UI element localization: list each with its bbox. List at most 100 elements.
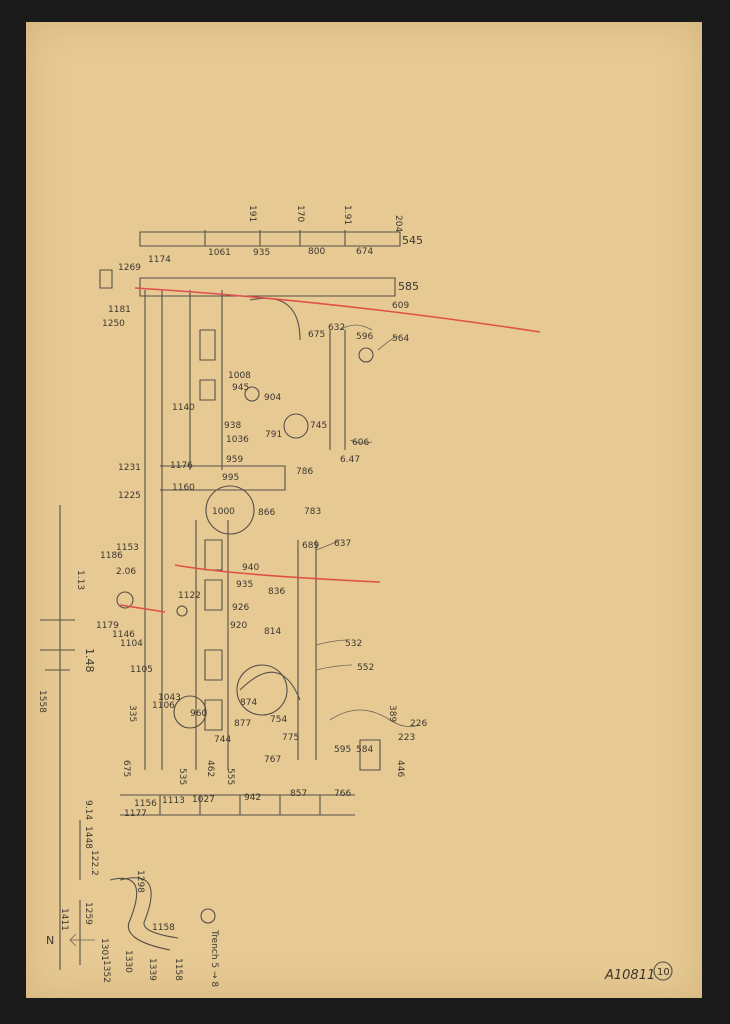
label: 223 (398, 733, 415, 743)
label: 675 (121, 760, 131, 777)
label: 1061 (208, 248, 231, 258)
label: 904 (264, 393, 281, 403)
label: 584 (356, 745, 373, 755)
label: 938 (224, 421, 241, 431)
label: 995 (222, 473, 239, 483)
label: 1104 (120, 639, 143, 649)
label: 786 (296, 467, 313, 477)
label: 1177 (124, 809, 147, 819)
label: 940 (242, 563, 259, 573)
label: 689 (302, 541, 319, 551)
label: 942 (244, 793, 261, 803)
label: 1158 (152, 923, 175, 933)
label: 204 (393, 215, 403, 232)
label: 926 (232, 603, 249, 613)
label: 2.06 (116, 567, 136, 577)
label: 744 (214, 735, 231, 745)
label: 1231 (118, 463, 141, 473)
trench-note: Trench 5 → 8 (209, 929, 219, 987)
catalog-id: A10811 (604, 968, 655, 983)
label: 800 (308, 247, 325, 257)
label: 1140 (172, 403, 195, 413)
circles (116, 347, 673, 981)
label: 1027 (192, 795, 215, 805)
label: 1158 (173, 958, 183, 981)
label: 170 (295, 205, 305, 222)
label: 1160 (172, 483, 195, 493)
label: 1448 (83, 826, 93, 849)
label: 1181 (108, 305, 131, 315)
label: 1259 (83, 902, 93, 925)
label: 1043 (158, 693, 181, 703)
label: 1106 (152, 701, 175, 711)
label: 1225 (118, 491, 141, 501)
label: 637 (334, 539, 351, 549)
label: 1298 (135, 870, 145, 893)
red-section-line-upper (134, 287, 541, 333)
label: 585 (398, 280, 419, 293)
label: 564 (392, 334, 409, 344)
label: 935 (253, 248, 270, 258)
red-section-line-left (119, 604, 166, 613)
leader-lines (69, 324, 421, 947)
label: 1156 (134, 799, 157, 809)
label: 1269 (118, 263, 141, 273)
label: 1186 (100, 551, 123, 561)
label: 783 (304, 507, 321, 517)
label: 1.48 (83, 648, 96, 673)
label: 545 (402, 234, 423, 247)
red-section-line-lower (174, 564, 381, 583)
paper-sheet (26, 22, 702, 998)
label: 1330 (123, 950, 133, 973)
label: 836 (268, 587, 285, 597)
label: 767 (264, 755, 281, 765)
label: 814 (264, 627, 281, 637)
label: 791 (265, 430, 282, 440)
label: 1176 (170, 461, 193, 471)
label: 609 (392, 301, 409, 311)
label: 462 (205, 760, 215, 777)
label: 555 (225, 768, 235, 785)
label: 552 (357, 663, 374, 673)
label: 1000 (212, 507, 235, 517)
label: 945 (232, 383, 249, 393)
north-arrow-label: N (46, 934, 54, 947)
label: 745 (310, 421, 327, 431)
label: 1250 (102, 319, 125, 329)
label: 675 (308, 330, 325, 340)
label: 674 (356, 247, 373, 257)
label: 1339 (147, 958, 157, 981)
label: 1036 (226, 435, 249, 445)
label: 920 (230, 621, 247, 631)
label: 596 (356, 332, 373, 342)
label: 1105 (130, 665, 153, 675)
label: 1.13 (75, 570, 85, 590)
label: 122.2 (89, 850, 99, 876)
sheet-number: 10 (657, 967, 670, 978)
label: 775 (282, 733, 299, 743)
label: 191 (247, 205, 257, 222)
label: 535 (177, 768, 187, 785)
label: 1174 (148, 255, 171, 265)
label: 874 (240, 698, 257, 708)
label: 1301 (99, 938, 109, 961)
label: 1153 (116, 543, 139, 553)
label: 877 (234, 719, 251, 729)
label: 389 (387, 705, 397, 722)
label: 866 (258, 508, 275, 518)
label: 335 (127, 705, 137, 722)
measurement-labels: 545 204 1.91 170 191 1061 935 800 674 11… (37, 205, 427, 983)
label: 960 (190, 709, 207, 719)
label: 446 (395, 760, 405, 777)
label: 1352 (101, 960, 111, 983)
label: 754 (270, 715, 287, 725)
label: 857 (290, 789, 307, 799)
label: 935 (236, 580, 253, 590)
label: 1122 (178, 591, 201, 601)
label: 1.91 (342, 205, 352, 225)
label: 226 (410, 719, 427, 729)
label: 1558 (37, 690, 47, 713)
label: 9.14 (83, 800, 93, 820)
label: 6.47 (340, 455, 360, 465)
